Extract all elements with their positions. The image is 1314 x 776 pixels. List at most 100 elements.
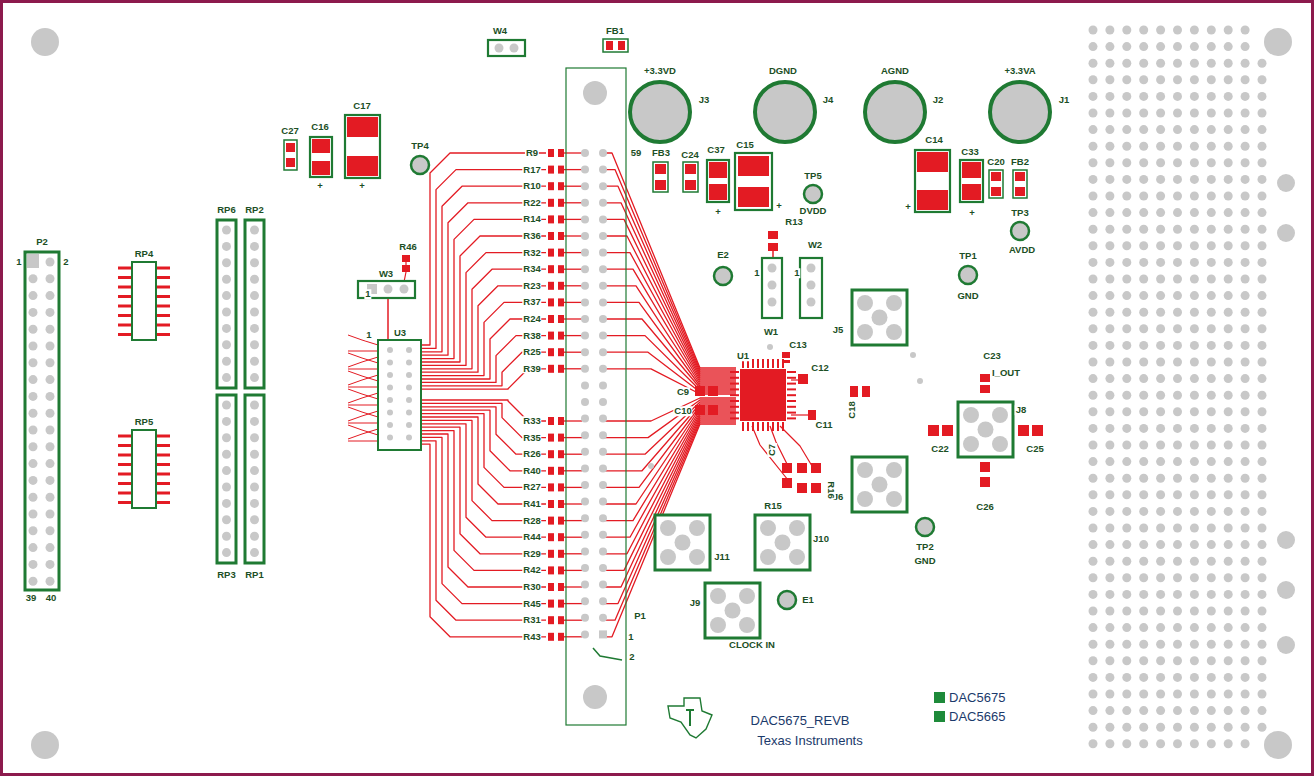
perfboard-hole (1190, 524, 1199, 533)
copper-trace (564, 470, 582, 471)
perfboard-hole (1207, 291, 1216, 300)
silkscreen-label: R37 (522, 298, 541, 308)
silkscreen-label: R9 (525, 148, 539, 158)
perfboard-hole (1190, 75, 1199, 84)
copper-trace (564, 235, 582, 236)
perfboard-hole (1190, 241, 1199, 250)
perfboard-hole (1173, 374, 1182, 383)
sma-body (852, 290, 907, 345)
capacitor-outline (345, 115, 380, 178)
silkscreen-label: FB1 (605, 26, 625, 36)
perfboard-hole (1105, 690, 1114, 699)
ic-pin (118, 286, 132, 289)
perfboard-hole (1105, 490, 1114, 499)
solder-pad (917, 190, 948, 210)
perfboard-hole (1122, 507, 1131, 516)
jumper-pin (807, 281, 816, 290)
header-pin (29, 526, 38, 535)
solder-pad (558, 182, 564, 190)
perfboard-hole (1224, 26, 1233, 35)
perfboard-hole (1224, 59, 1233, 68)
perfboard-hole (1156, 557, 1165, 566)
perfboard-hole (1105, 75, 1114, 84)
perfboard-hole (1190, 441, 1199, 450)
solder-pad (962, 162, 981, 178)
perfboard-hole (1241, 192, 1250, 201)
copper-trace (564, 169, 582, 170)
perfboard-hole (1173, 341, 1182, 350)
perfboard-hole (1139, 540, 1148, 549)
perfboard-hole (1224, 540, 1233, 549)
perfboard-hole (1258, 407, 1267, 416)
silkscreen-label: + (714, 207, 722, 217)
perfboard-hole (1190, 690, 1199, 699)
ref-designator: J11 (713, 552, 730, 562)
solder-pad (558, 265, 564, 273)
perfboard-hole (1207, 640, 1216, 649)
perfboard-hole (1105, 540, 1114, 549)
solder-pad (558, 467, 564, 475)
perfboard-hole (1105, 125, 1114, 134)
solder-pad (548, 566, 554, 574)
solder-pad (548, 533, 554, 541)
solder-pad (558, 600, 564, 608)
silkscreen-label: C25 (1025, 444, 1044, 454)
perfboard-hole (1105, 175, 1114, 184)
sma-body (852, 457, 907, 512)
perfboard-hole (1190, 324, 1199, 333)
perfboard-hole (1241, 540, 1250, 549)
ref-designator: I_OUT (991, 368, 1021, 378)
solder-pad (558, 500, 564, 508)
perfboard-hole (1089, 374, 1098, 383)
perfboard-hole (1207, 308, 1216, 317)
perfboard-hole (1139, 524, 1148, 533)
connector-pin (581, 531, 589, 539)
perfboard-hole (1190, 308, 1199, 317)
perfboard-hole (1122, 308, 1131, 317)
solder-pad (548, 348, 554, 356)
copper-trace (421, 420, 546, 520)
perfboard-hole (1224, 573, 1233, 582)
perfboard-hole (1139, 275, 1148, 284)
perfboard-hole (1224, 424, 1233, 433)
perfboard-hole (1173, 258, 1182, 267)
connector-pin (599, 182, 607, 190)
perfboard-hole (1190, 158, 1199, 167)
ic-pin (730, 377, 739, 379)
perfboard-hole (1190, 341, 1199, 350)
sip-pin (222, 275, 231, 284)
perfboard-hole (1156, 656, 1165, 665)
power-jack-body (755, 82, 815, 142)
perfboard-hole (1089, 42, 1098, 51)
resistor-pack-outline (245, 395, 264, 563)
ic-pin (156, 295, 170, 298)
copper-trace (348, 423, 378, 424)
solder-pad (548, 365, 554, 373)
perfboard-hole (1105, 557, 1114, 566)
capacitor-outline (310, 137, 332, 177)
ref-designator: U1 (736, 351, 750, 361)
connector-pin (599, 564, 607, 572)
perfboard-hole (1224, 656, 1233, 665)
sma-connector: I_OUTJ8 (958, 402, 1013, 457)
test-point (411, 156, 429, 174)
copper-trace (421, 153, 546, 345)
silkscreen-label: TP2 (915, 542, 934, 552)
solder-pad (548, 483, 554, 491)
perfboard-hole (1258, 573, 1267, 582)
bead-outline (1013, 170, 1027, 198)
silkscreen-label: 1 (364, 289, 371, 299)
solder-pad (548, 249, 554, 257)
perfboard-hole (1122, 291, 1131, 300)
solder-pad (558, 417, 564, 425)
mounting-hole (31, 28, 59, 56)
perfboard-hole (1190, 623, 1199, 632)
copper-trace (348, 441, 378, 442)
connector-pin (599, 381, 607, 389)
perfboard-hole (1156, 640, 1165, 649)
sma-pin (857, 462, 873, 478)
perfboard-hole (1089, 640, 1098, 649)
header-pin (29, 577, 38, 586)
header-pin (46, 510, 55, 519)
ic-pin (730, 388, 739, 390)
